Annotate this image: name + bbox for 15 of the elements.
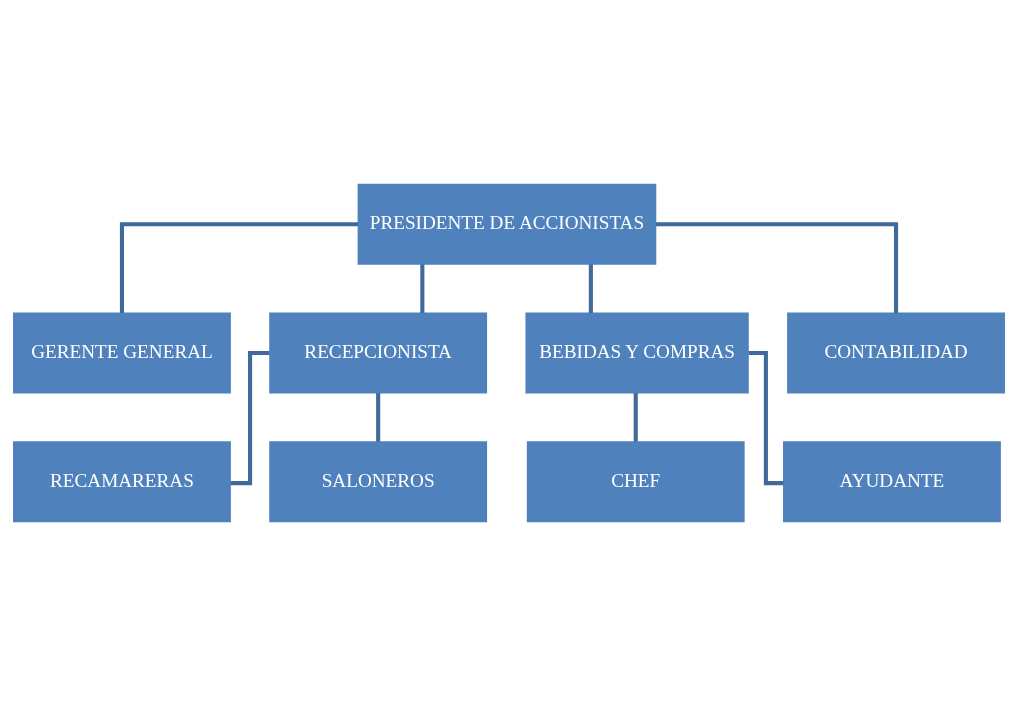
connector	[420, 264, 425, 313]
connector	[633, 393, 638, 442]
node-box: AYUDANTE	[783, 441, 1001, 523]
connector	[655, 222, 899, 313]
node-box: CONTABILIDAD	[787, 312, 1005, 394]
node-box: CHEF	[526, 441, 745, 523]
connector	[376, 393, 381, 442]
connector	[588, 264, 593, 313]
node-box: RECEPCIONISTA	[269, 312, 488, 394]
node-box: GERENTE GENERAL	[13, 312, 231, 394]
node-box: PRESIDENTE DE ACCIONISTAS	[357, 183, 657, 265]
node-box: BEBIDAS Y COMPRAS	[525, 312, 749, 394]
node-box: RECAMARERAS	[13, 441, 231, 523]
connector	[119, 222, 359, 313]
node-box: SALONEROS	[269, 441, 488, 523]
